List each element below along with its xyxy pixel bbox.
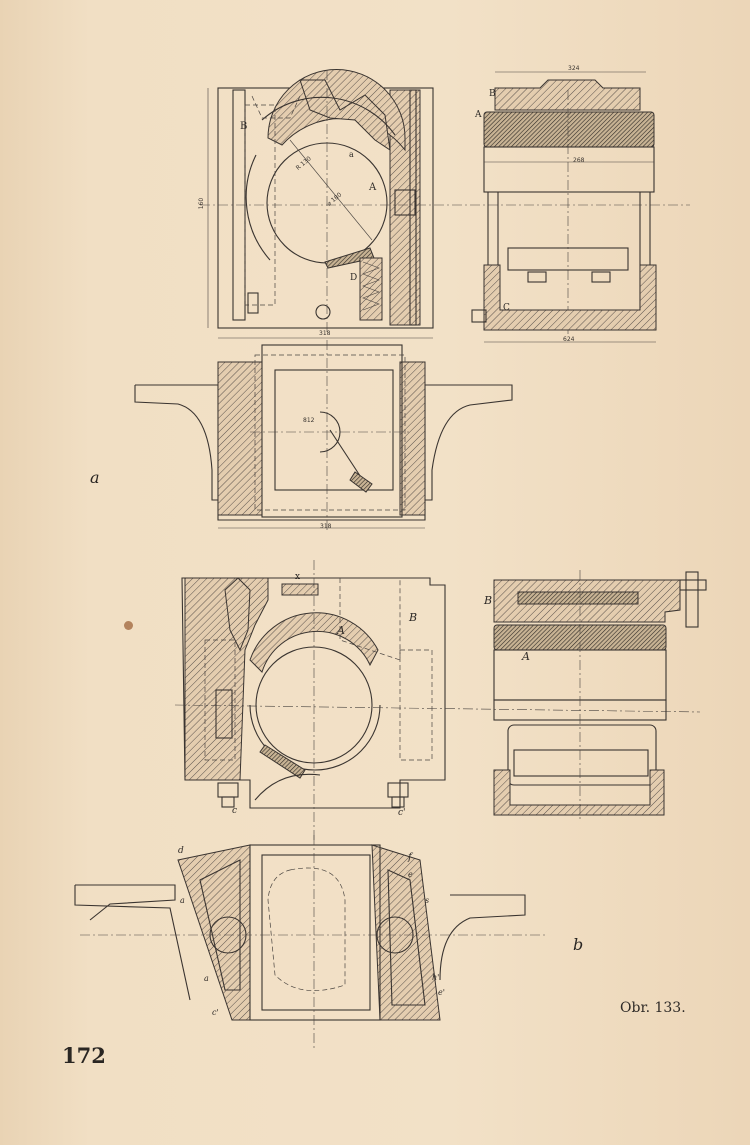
label-c: c (232, 806, 238, 816)
figure-caption: Obr. 133. (620, 1000, 686, 1016)
label-b-a: a (180, 896, 185, 905)
drawing-b-side-section (493, 570, 707, 820)
label-e-prime: e' (438, 988, 445, 997)
dim-mid-right: 268 (573, 157, 585, 164)
label-c-prime: c' (398, 808, 406, 818)
label-B-right: B (489, 89, 496, 99)
label-C: C (503, 303, 510, 313)
drawing-a-plan (134, 340, 513, 532)
label-s: s (425, 896, 430, 905)
sublabel-a: a (90, 468, 100, 487)
dim-plan-width: 318 (320, 523, 332, 530)
dim-bottom-right: 624 (563, 336, 575, 343)
drawing-b-plan (74, 835, 545, 1050)
label-b-A-right: A (522, 650, 530, 663)
drawing-a-front-section (200, 69, 690, 339)
label-f: f (408, 852, 412, 863)
ink-stain (124, 621, 133, 630)
label-a: a (349, 150, 354, 159)
label-c-lower: c' (212, 1008, 219, 1017)
drawing-b-front-section (174, 560, 701, 840)
label-A: A (369, 182, 377, 193)
dim-top-right: 324 (568, 65, 580, 72)
page-number: 172 (62, 1043, 106, 1068)
label-d: d (178, 846, 184, 856)
dim-width-bottom: 318 (319, 330, 331, 337)
label-b-A: A (337, 624, 345, 637)
label-x: x (295, 572, 301, 582)
label-b-B-right: B (484, 594, 493, 607)
label-A-right: A (475, 110, 482, 120)
label-h-prime: h' (432, 973, 440, 982)
label-e: e (408, 870, 413, 879)
dim-height: 160 (198, 197, 206, 210)
label-D: D (350, 273, 358, 283)
label-b-B: B (409, 611, 418, 624)
dim-plan: 812 (303, 417, 315, 424)
label-b-a-lower: a (204, 974, 209, 983)
label-B-left: B (240, 121, 248, 132)
sublabel-b: b (573, 935, 584, 954)
drawing-a-side-section (471, 71, 657, 343)
